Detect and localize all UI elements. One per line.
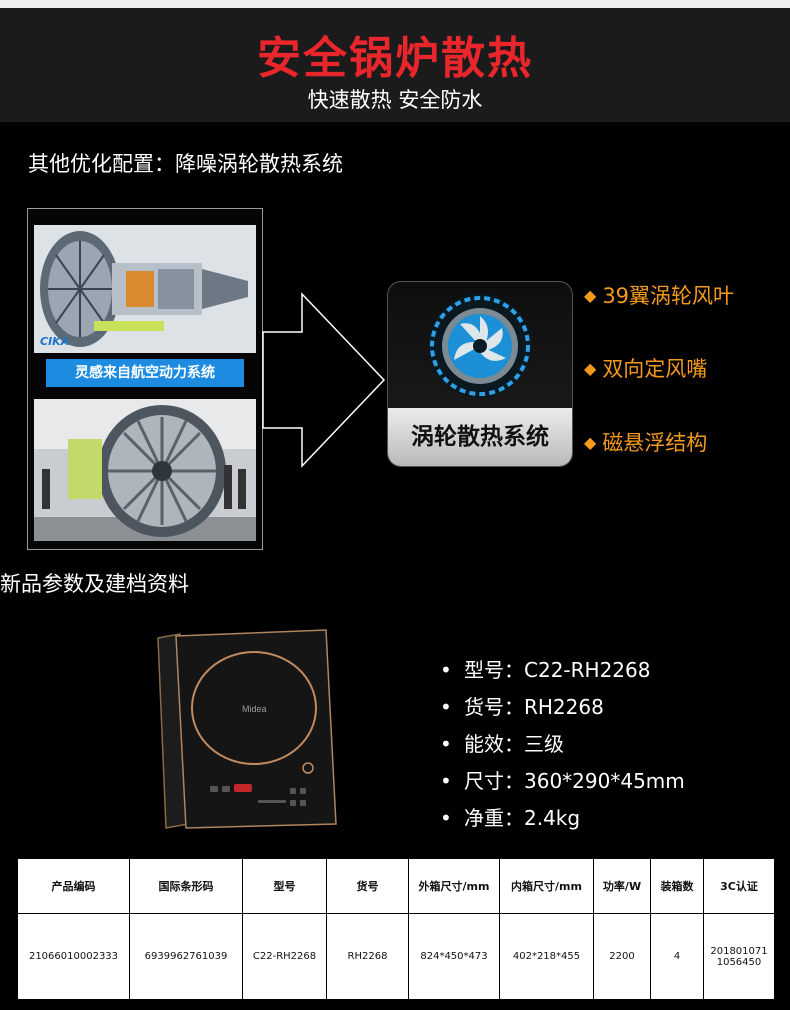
- turbo-cooling-card: 涡轮散热系统: [387, 281, 573, 467]
- spec-item-number: •货号：RH2268: [440, 695, 604, 719]
- product-section-title: 新品参数及建档资料: [0, 572, 189, 596]
- spec-list: •型号：C22-RH2268 •货号：RH2268 •能效：三级 •尺寸：360…: [440, 654, 685, 839]
- sub-title: 快速散热 安全防水: [307, 88, 483, 112]
- table-cell: 6939962761039: [129, 913, 243, 1000]
- header-band: [0, 8, 790, 122]
- table-header: 外箱尺寸/mm: [408, 858, 500, 914]
- product-info-table: 产品编码 国际条形码 型号 货号 外箱尺寸/mm 内箱尺寸/mm 功率/W 装箱…: [17, 858, 775, 1000]
- table-cell: 402*218*455: [499, 913, 594, 1000]
- spec-model: •型号：C22-RH2268: [440, 658, 651, 682]
- spec-weight: •净重：2.4kg: [440, 806, 581, 830]
- feature-maglev: ◆磁悬浮结构: [584, 431, 708, 455]
- table-cell: RH2268: [326, 913, 409, 1000]
- engine-exhibit-image: [34, 399, 256, 541]
- table-header: 3C认证: [703, 858, 775, 914]
- table-cell: 824*450*473: [408, 913, 500, 1000]
- spec-energy: •能效：三级: [440, 732, 564, 756]
- feature-blade: ◆39翼涡轮风叶: [584, 284, 735, 308]
- table-cell: 21066010002333: [17, 913, 130, 1000]
- diamond-bullet-icon: ◆: [584, 359, 597, 378]
- diamond-bullet-icon: ◆: [584, 286, 597, 305]
- table-cell: C22-RH2268: [242, 913, 327, 1000]
- table-cell: 2018010711056450: [703, 913, 775, 1000]
- turbo-label: 涡轮散热系统: [388, 408, 572, 466]
- feature-nozzle: ◆双向定风嘴: [584, 357, 708, 381]
- engine-cutaway-image: CIKA: [34, 225, 256, 353]
- table-header: 国际条形码: [129, 858, 243, 914]
- brand-logo: Midea: [242, 704, 267, 714]
- engine-photo-frame: CIKA 灵感来自航空动力系统: [27, 208, 263, 550]
- table-header: 产品编码: [17, 858, 130, 914]
- table-header: 装箱数: [650, 858, 704, 914]
- table-cell: 2200: [593, 913, 651, 1000]
- cooling-section-title: 其他优化配置：降噪涡轮散热系统: [28, 152, 343, 176]
- table-header: 功率/W: [593, 858, 651, 914]
- top-strip: [0, 0, 790, 8]
- table-header: 货号: [326, 858, 409, 914]
- turbo-fan-icon: [428, 294, 532, 398]
- induction-cooktop-image: Midea: [157, 629, 337, 829]
- engine-caption: 灵感来自航空动力系统: [46, 359, 244, 387]
- table-header: 型号: [242, 858, 327, 914]
- arrow-right-icon: [262, 292, 386, 468]
- diamond-bullet-icon: ◆: [584, 433, 597, 452]
- table-row: 21066010002333 6939962761039 C22-RH2268 …: [17, 913, 775, 1000]
- main-title: 安全锅炉散热: [257, 33, 533, 84]
- cika-watermark: CIKA: [40, 335, 70, 348]
- table-cell: 4: [650, 913, 704, 1000]
- table-header: 内箱尺寸/mm: [499, 858, 594, 914]
- spec-size: •尺寸：360*290*45mm: [440, 769, 685, 793]
- table-header-row: 产品编码 国际条形码 型号 货号 外箱尺寸/mm 内箱尺寸/mm 功率/W 装箱…: [17, 858, 775, 914]
